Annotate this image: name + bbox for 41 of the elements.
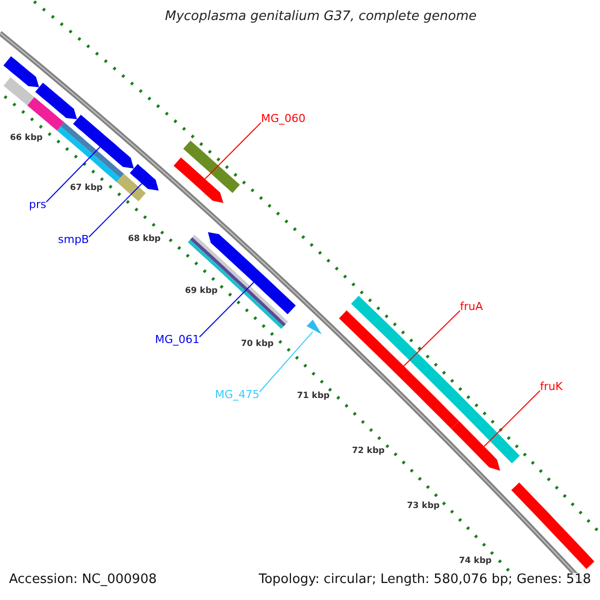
gene-segment (35, 82, 77, 120)
gene-segment (174, 158, 224, 203)
leader-line (46, 146, 100, 202)
title: Mycoplasma genitalium G37, complete genome (165, 10, 477, 25)
gene-segment (3, 56, 40, 88)
leader-line (259, 331, 314, 392)
scale-label: 74 kbp (459, 557, 492, 567)
scale-label: 73 kbp (407, 502, 440, 512)
gene-segment (339, 310, 459, 429)
gene-segment (511, 482, 594, 569)
leader-line (199, 282, 254, 338)
info-text: Accession: NC_000908 (9, 573, 157, 588)
gene-label: prs (29, 199, 46, 212)
gene-label: MG_061 (155, 334, 200, 347)
scale-label: 71 kbp (297, 392, 330, 402)
gene-label: fruK (540, 381, 563, 394)
gene-segment (188, 234, 288, 329)
gene-segment (451, 421, 500, 471)
gene-segment (73, 114, 134, 168)
scale-label: 69 kbp (185, 287, 218, 297)
gene-label: MG_475 (215, 389, 260, 402)
gene-label: MG_060 (261, 113, 306, 126)
gene-segment (183, 140, 240, 193)
scale-label: 66 kbp (10, 134, 43, 144)
info-text: Topology: circular; Length: 580,076 bp; Genes: 518 (258, 573, 591, 588)
scale-label: 67 kbp (70, 184, 103, 194)
gene-segment (57, 122, 124, 182)
leader-line (484, 390, 540, 447)
gene-label: smpB (58, 234, 89, 247)
gene-segment (4, 77, 34, 106)
gene-label: fruA (460, 301, 483, 314)
scale-label: 72 kbp (352, 447, 385, 457)
gene-segment (27, 97, 64, 131)
gene-segment (351, 296, 520, 464)
scale-label: 68 kbp (128, 235, 161, 245)
gene-segment (130, 164, 159, 191)
triangle-marker (306, 320, 322, 334)
scale-label: 70 kbp (241, 340, 274, 350)
gene-segment (116, 174, 146, 202)
leader-line (403, 310, 460, 366)
leader-line (204, 122, 262, 180)
